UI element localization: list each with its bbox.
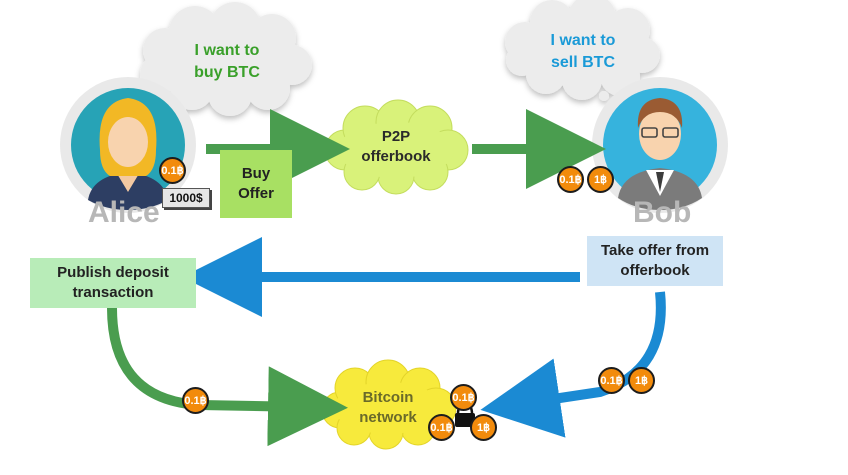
- alice-coin: 0.1฿: [159, 157, 186, 184]
- alice-thought-line2: buy BTC: [194, 64, 260, 81]
- buy-offer-line2: Offer: [238, 185, 274, 202]
- locked-coin-left: 0.1฿: [428, 414, 455, 441]
- buy-offer-box: Buy Offer: [220, 150, 292, 218]
- alice-avatar: [60, 77, 196, 213]
- alice-thought-line1: I want to: [194, 42, 260, 59]
- locked-coin-right: 1฿: [470, 414, 497, 441]
- locked-coin-top: 0.1฿: [450, 384, 477, 411]
- bob-name: Bob: [633, 196, 692, 229]
- bob-thought-line1: I want to: [550, 32, 616, 49]
- take-offer-box: Take offer from offerbook: [587, 236, 723, 286]
- offerbook-cloud: [324, 99, 469, 195]
- take-offer-line1: Take offer from: [600, 242, 710, 259]
- offerbook-line1: P2P: [381, 128, 411, 145]
- publish-deposit-box: Publish deposit transaction: [30, 258, 196, 308]
- take-offer-line2: offerbook: [620, 262, 690, 279]
- alice-cash-label: 1000$: [169, 191, 203, 205]
- network-line1: Bitcoin: [362, 389, 414, 406]
- offerbook-line2: offerbook: [361, 148, 431, 165]
- blue-path-coin-2: 1฿: [628, 367, 655, 394]
- alice-cash-badge: 1000$: [162, 188, 210, 208]
- bob-thought-line2: sell BTC: [550, 54, 615, 71]
- blue-path-coin-1: 0.1฿: [598, 367, 625, 394]
- bob-coin-1: 0.1฿: [557, 166, 584, 193]
- publish-line1: Publish deposit: [57, 264, 169, 281]
- network-line2: network: [359, 409, 417, 426]
- buy-offer-line1: Buy: [241, 165, 271, 182]
- arrow-publish-to-network: [107, 307, 348, 447]
- bob-coin-2: 1฿: [587, 166, 614, 193]
- thought-bubble-alice: [140, 2, 312, 126]
- publish-line2: transaction: [72, 284, 154, 301]
- green-path-coin: 0.1฿: [182, 387, 209, 414]
- alice-name: Alice: [88, 196, 160, 229]
- bob-avatar: [592, 77, 728, 213]
- thought-bubble-bob: [505, 0, 660, 109]
